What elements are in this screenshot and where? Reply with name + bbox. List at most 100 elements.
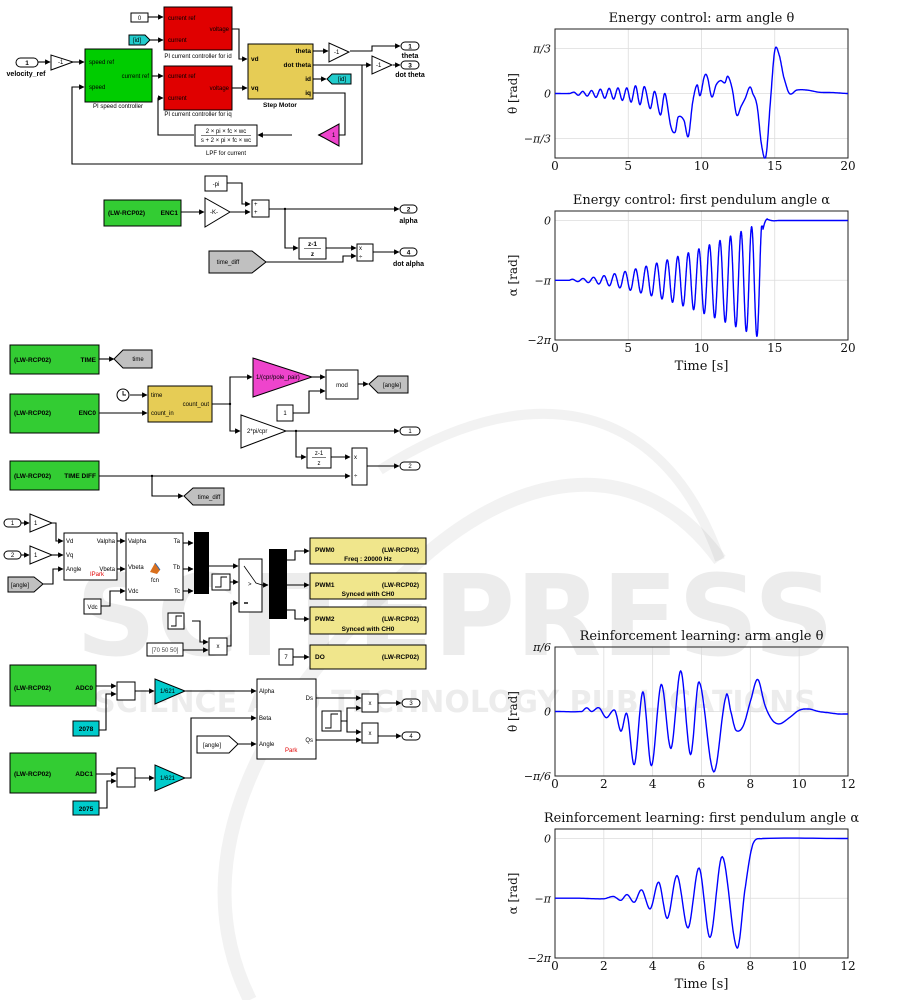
pwm1-block[interactable] xyxy=(309,572,427,600)
product-block-ds[interactable] xyxy=(361,693,379,713)
clock-icon[interactable] xyxy=(116,388,130,402)
difference-block[interactable] xyxy=(306,447,332,469)
counter-block[interactable] xyxy=(147,385,213,423)
product-block[interactable] xyxy=(351,447,368,486)
outport-4[interactable] xyxy=(401,731,421,741)
outport-alpha[interactable] xyxy=(399,204,418,214)
gain-adc0[interactable] xyxy=(154,678,187,705)
port-label: count_in xyxy=(151,411,174,417)
product-block[interactable] xyxy=(356,243,374,262)
block-label: (LW-RCP02) xyxy=(14,685,51,692)
gain-2pi-cpr[interactable] xyxy=(240,414,288,449)
block-label: ENC1 xyxy=(161,210,179,217)
pi-speed-controller[interactable] xyxy=(84,48,153,103)
block-label: PWM0 xyxy=(315,547,335,554)
pi-current-controller-iq[interactable] xyxy=(163,65,233,111)
const-vdc[interactable] xyxy=(83,598,102,615)
port-label: current xyxy=(168,96,187,102)
lpf-denominator: s + 2 × pi × fc × wc xyxy=(201,138,251,144)
goto-time[interactable] xyxy=(113,349,153,369)
outport-2[interactable] xyxy=(399,461,421,471)
block-label: (LW-RCP02) xyxy=(382,547,419,554)
diagram-encoder: (LW-RCP02) TIME time (LW-RCP02) ENC0 tim… xyxy=(9,344,421,506)
gain-neg1-theta[interactable] xyxy=(328,42,351,63)
product-block-qs[interactable] xyxy=(361,722,379,744)
adc1-block[interactable] xyxy=(9,752,97,794)
const-value: [70 50 50] xyxy=(152,648,179,654)
port-label: count_out xyxy=(183,402,210,408)
pwm2-block[interactable] xyxy=(309,606,427,635)
park-block[interactable] xyxy=(256,678,317,760)
gain-one-pink[interactable] xyxy=(317,123,340,147)
pwm0-block[interactable] xyxy=(309,537,427,565)
outport-dot-alpha[interactable] xyxy=(399,247,418,257)
inport-1[interactable] xyxy=(3,518,22,528)
outport-number: 3 xyxy=(409,701,413,707)
gain-1-vq[interactable] xyxy=(29,545,54,565)
block-caption: PI current controller for id xyxy=(164,54,231,60)
const-one[interactable] xyxy=(276,404,294,422)
const-value: 7 xyxy=(284,655,288,661)
gain-k[interactable] xyxy=(204,197,231,228)
step-motor-block[interactable] xyxy=(247,43,314,100)
goto-time-diff[interactable] xyxy=(183,487,225,506)
port-label: Vd xyxy=(66,539,73,545)
mux-block-2[interactable] xyxy=(269,549,287,619)
port-label: Vdc xyxy=(128,589,138,595)
inport-velocity-ref[interactable] xyxy=(15,57,39,68)
outport-1[interactable] xyxy=(399,426,421,436)
enc1-block[interactable] xyxy=(103,199,182,227)
product-sign: x xyxy=(217,644,220,650)
port-label: Tc xyxy=(174,589,180,595)
pi-current-controller-id[interactable] xyxy=(163,6,233,51)
const-neg-pi[interactable] xyxy=(204,175,228,192)
enc0-block[interactable] xyxy=(9,393,100,434)
outport-dot-theta[interactable] xyxy=(400,60,420,70)
tf-numerator: z-1 xyxy=(308,241,317,248)
gain-adc1[interactable] xyxy=(154,764,187,792)
gain-value: 1/621 xyxy=(160,776,176,782)
from-angle[interactable] xyxy=(196,735,239,754)
adc0-block[interactable] xyxy=(9,664,97,707)
time-block[interactable] xyxy=(9,344,100,375)
product-sign: x xyxy=(369,731,372,737)
step-block[interactable] xyxy=(321,710,342,732)
do-block[interactable] xyxy=(309,644,427,670)
sum-block-0[interactable] xyxy=(116,681,136,701)
switch-block[interactable] xyxy=(238,558,263,613)
block-label: ADC0 xyxy=(75,685,93,692)
outport-3[interactable] xyxy=(401,698,421,708)
const-seven[interactable] xyxy=(278,648,294,666)
offset-2078[interactable] xyxy=(72,720,100,737)
from-time-diff[interactable] xyxy=(208,250,267,274)
from-angle[interactable] xyxy=(7,576,44,593)
gain-pole-pair[interactable] xyxy=(252,357,314,398)
gain-1-vd[interactable] xyxy=(29,513,54,533)
mux-block[interactable] xyxy=(194,532,209,594)
const-zero[interactable] xyxy=(130,12,149,23)
port-label: Tb xyxy=(173,565,181,571)
goto-angle[interactable] xyxy=(368,375,409,394)
block-label: mod xyxy=(336,383,348,389)
tag-label: time xyxy=(132,357,144,363)
const-vector[interactable] xyxy=(146,642,184,657)
block-label: DO xyxy=(315,654,325,661)
time-diff-block[interactable] xyxy=(9,460,100,491)
block-label: (LW-RCP02) xyxy=(382,616,419,623)
ipark-block[interactable] xyxy=(63,532,118,581)
mod-block[interactable] xyxy=(325,369,359,400)
port-label: id xyxy=(305,76,311,83)
sum-block-1[interactable] xyxy=(116,767,136,788)
gain-neg1-dot-theta[interactable] xyxy=(371,55,394,75)
block-label: ENC0 xyxy=(79,410,97,417)
product-block[interactable] xyxy=(208,637,228,656)
inport-2[interactable] xyxy=(3,550,22,560)
outport-number: 3 xyxy=(408,63,412,70)
from-id-tag[interactable] xyxy=(128,34,151,46)
sum-block[interactable] xyxy=(251,199,270,218)
outport-theta[interactable] xyxy=(400,41,420,51)
gain-neg1-input[interactable] xyxy=(50,54,75,71)
inport-number: 2 xyxy=(11,553,15,559)
goto-id-tag[interactable] xyxy=(326,73,352,85)
port-label: Ds xyxy=(306,696,313,702)
